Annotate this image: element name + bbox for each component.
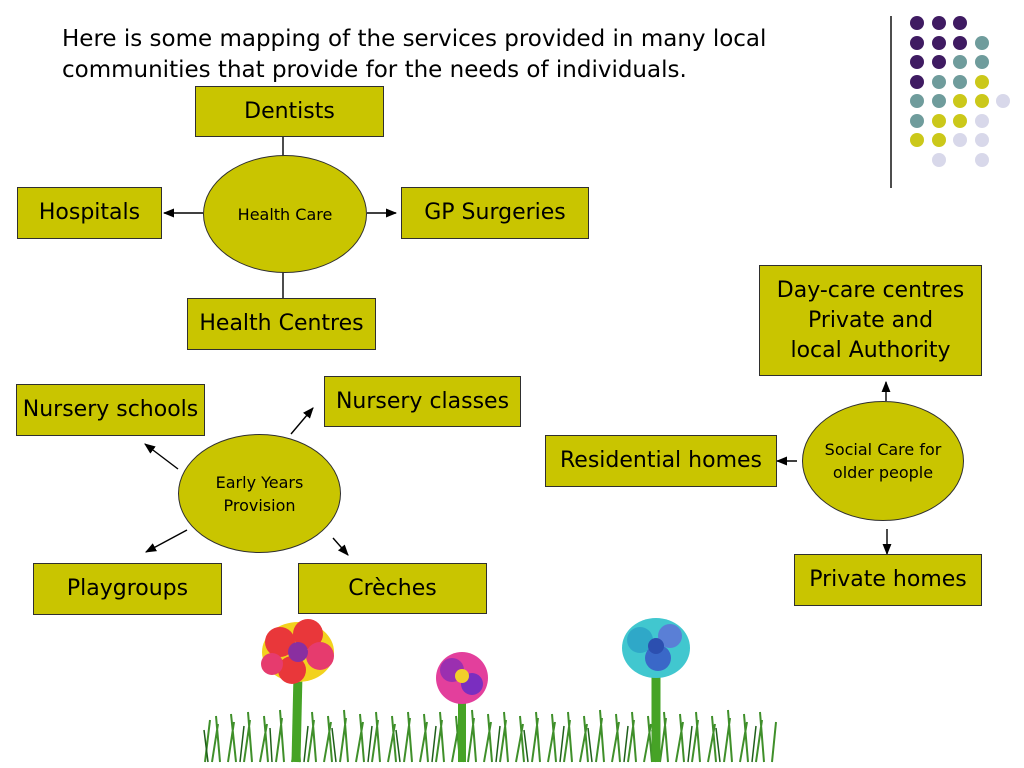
divider-line: [890, 16, 892, 188]
link-earlyyears-nursery-schools: [144, 443, 179, 470]
decorative-dot: [931, 35, 946, 50]
decorative-dot: [996, 94, 1010, 108]
residential-homes-box: Residential homes: [545, 435, 777, 487]
decorative-dot: [931, 152, 946, 167]
decorative-dot: [910, 35, 924, 50]
day-care-line3: local Authority: [790, 337, 951, 363]
decorative-dot: [953, 94, 967, 108]
nursery-schools-box: Nursery schools: [16, 384, 205, 436]
health-care-hub-label: Health Care: [237, 204, 333, 224]
decorative-dot: [910, 16, 924, 30]
decorative-dot: [974, 152, 989, 167]
decorative-dot: [974, 113, 989, 128]
link-earlyyears-playgroups: [145, 529, 188, 553]
decorative-dot: [953, 133, 967, 147]
decorative-dot: [931, 16, 946, 30]
decorative-dot: [910, 94, 924, 108]
day-care-centres-box: Day-care centres Private and local Autho…: [759, 265, 982, 376]
nursery-classes-box: Nursery classes: [324, 376, 521, 427]
flower-garden-illustration: [203, 618, 777, 763]
day-care-line2: Private and: [807, 307, 934, 333]
decorative-dot: [974, 74, 989, 89]
hospitals-box: Hospitals: [17, 187, 162, 239]
playgroups-box: Playgroups: [33, 563, 222, 615]
decorative-dot: [931, 133, 946, 147]
decorative-dot: [974, 94, 989, 108]
decorative-dot: [953, 35, 967, 50]
decorative-dot: [953, 74, 967, 89]
decorative-dot: [910, 74, 924, 89]
link-earlyyears-creches: [332, 537, 349, 556]
early-years-hub-line1: Early Years: [215, 472, 304, 492]
day-care-line1: Day-care centres: [776, 277, 965, 303]
decorative-dot: [974, 35, 989, 50]
intro-text: Here is some mapping of the services pro…: [62, 26, 767, 83]
decorative-dot: [953, 55, 967, 69]
decorative-dot: [931, 94, 946, 108]
creches-box: Crèches: [298, 563, 487, 614]
decorative-dot: [931, 113, 946, 128]
dentists-box: Dentists: [195, 86, 384, 137]
health-centres-box: Health Centres: [187, 298, 376, 350]
decorative-dot: [910, 113, 924, 128]
decorative-dot: [910, 133, 924, 147]
health-care-hub: Health Care: [203, 155, 367, 273]
decorative-dot: [931, 74, 946, 89]
grass-dark: [203, 725, 757, 763]
decorative-dot: [953, 16, 967, 30]
decorative-dot: [931, 55, 946, 69]
flower-red: [261, 619, 334, 763]
social-care-hub-line2: older people: [832, 463, 934, 482]
gp-surgeries-box: GP Surgeries: [401, 187, 589, 239]
decorative-dot: [953, 113, 967, 128]
link-earlyyears-nursery-classes: [290, 407, 314, 435]
social-care-hub-line1: Social Care for: [824, 440, 942, 459]
decorative-dot: [974, 133, 989, 147]
private-homes-box: Private homes: [794, 554, 982, 606]
social-care-hub: Social Care for older people: [802, 401, 964, 521]
decorative-dot: [910, 55, 924, 69]
early-years-hub: Early Years Provision: [178, 434, 341, 553]
decorative-dot: [974, 55, 989, 69]
flower-purple: [436, 652, 488, 762]
flower-teal: [622, 618, 690, 762]
early-years-hub-line2: Provision: [223, 495, 296, 515]
